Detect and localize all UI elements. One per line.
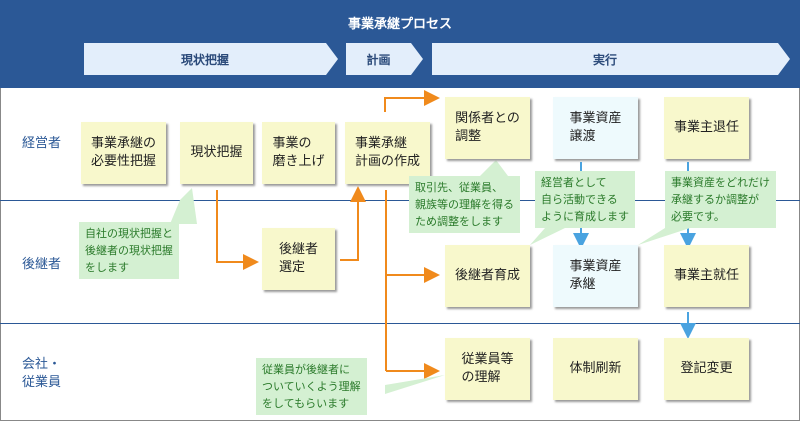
callout-tail-coord (480, 160, 508, 176)
note-employee: 従業員が後継者に ついていくよう理解 をしてもらいます (256, 358, 367, 415)
box-business-polish: 事業の 磨き上げ (262, 122, 335, 184)
phase-arrow-shape-status (84, 43, 338, 75)
arrow-status-to-select (216, 190, 259, 270)
note-training: 経営者として 自ら活動できる ように育成します (535, 171, 635, 228)
phase-arrow-shape-execute (432, 43, 790, 75)
diagram-title: 事業承継プロセス (347, 17, 452, 32)
box-successor-selection: 後継者 選定 (262, 228, 335, 290)
box-employee-understanding: 従業員等 の理解 (445, 338, 530, 400)
box-successor-training: 後継者育成 (445, 245, 530, 307)
box-current-status: 現状把握 (180, 122, 253, 184)
box-asset-inheritance: 事業資産 承継 (553, 245, 638, 307)
lane-divider (0, 323, 800, 324)
phase-execute: 実行 (592, 52, 617, 67)
arrow-plan-to-coord (384, 90, 440, 112)
note-status: 自社の現状把握と 後継者の現状把握 をします (79, 222, 179, 279)
phase-arrows (84, 43, 790, 75)
phase-status: 現状把握 (180, 52, 229, 67)
callout-tail-status (170, 188, 197, 224)
box-owner-assumption: 事業主就任 (664, 245, 749, 307)
note-coordination: 取引先、従業員、 親族等の理解を得る ため調整をします (409, 176, 520, 233)
box-plan-creation: 事業承継 計画の作成 (345, 122, 430, 184)
box-stakeholder-coordination: 関係者との 調整 (445, 97, 530, 159)
lane-divider (0, 200, 800, 201)
callout-tail-employee (385, 375, 445, 394)
callout-tail-asset (638, 228, 690, 245)
box-need-assessment: 事業承継の 必要性把握 (81, 122, 166, 184)
callout-tail-train (530, 228, 565, 245)
phase-arrow-shape-plan (346, 43, 423, 75)
arrow-select-to-plan (340, 186, 366, 261)
box-registration-change: 登記変更 (664, 338, 749, 400)
box-asset-transfer: 事業資産 譲渡 (553, 97, 638, 159)
phase-plan: 計画 (366, 52, 391, 67)
lane-label-successor: 後継者 (22, 257, 62, 272)
lane-label-owner: 経営者 (22, 136, 62, 151)
box-owner-retirement: 事業主退任 (664, 97, 749, 159)
note-asset: 事業資産をどれだけ 承継するか調整が 必要です。 (665, 171, 776, 228)
box-structure-renewal: 体制刷新 (553, 338, 638, 400)
lane-label-company: 会社・ 従業員 (22, 357, 62, 390)
